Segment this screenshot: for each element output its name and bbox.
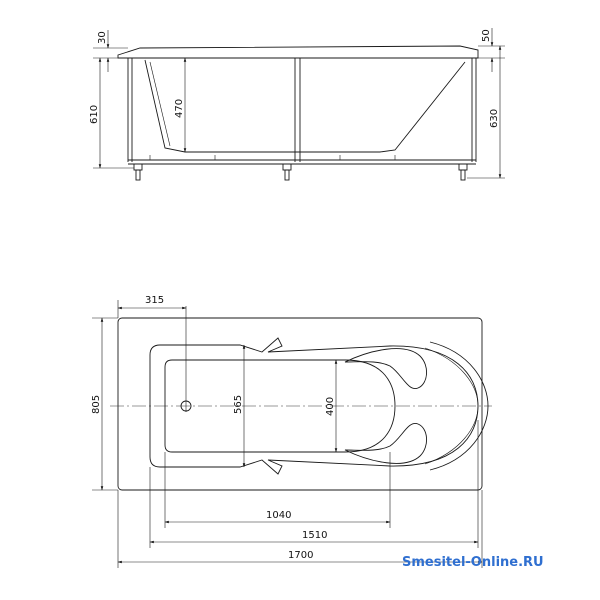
top-headrest-arc (429, 341, 489, 471)
side-rim (117, 45, 479, 59)
dim-height-right: 630 (489, 109, 500, 128)
dim-basin-depth: 470 (174, 99, 185, 118)
top-outer-rim (117, 317, 483, 491)
top-basin-inner (164, 359, 396, 453)
side-frame (127, 58, 477, 181)
side-view: 30 610 470 50 630 (89, 28, 505, 181)
dim-rim-left: 30 (97, 31, 108, 44)
dim-height-left: 610 (89, 105, 100, 124)
dim-rim-right: 50 (481, 29, 492, 42)
dim-bottom-length: 1040 (266, 510, 291, 521)
dim-basin-width: 565 (233, 395, 244, 414)
dim-bottom-width: 400 (325, 397, 336, 416)
dim-overall-length: 1700 (288, 550, 313, 561)
top-armrest-upper (344, 348, 427, 389)
top-view: 315 805 565 400 1040 1510 1700 (91, 295, 492, 568)
dim-basin-length: 1510 (302, 530, 327, 541)
side-basin (144, 59, 466, 153)
dim-drain-offset: 315 (145, 295, 164, 306)
dim-outer-width: 805 (91, 395, 102, 414)
watermark: Smesitel-Online.RU (402, 555, 544, 570)
top-armrest-lower (344, 423, 427, 464)
